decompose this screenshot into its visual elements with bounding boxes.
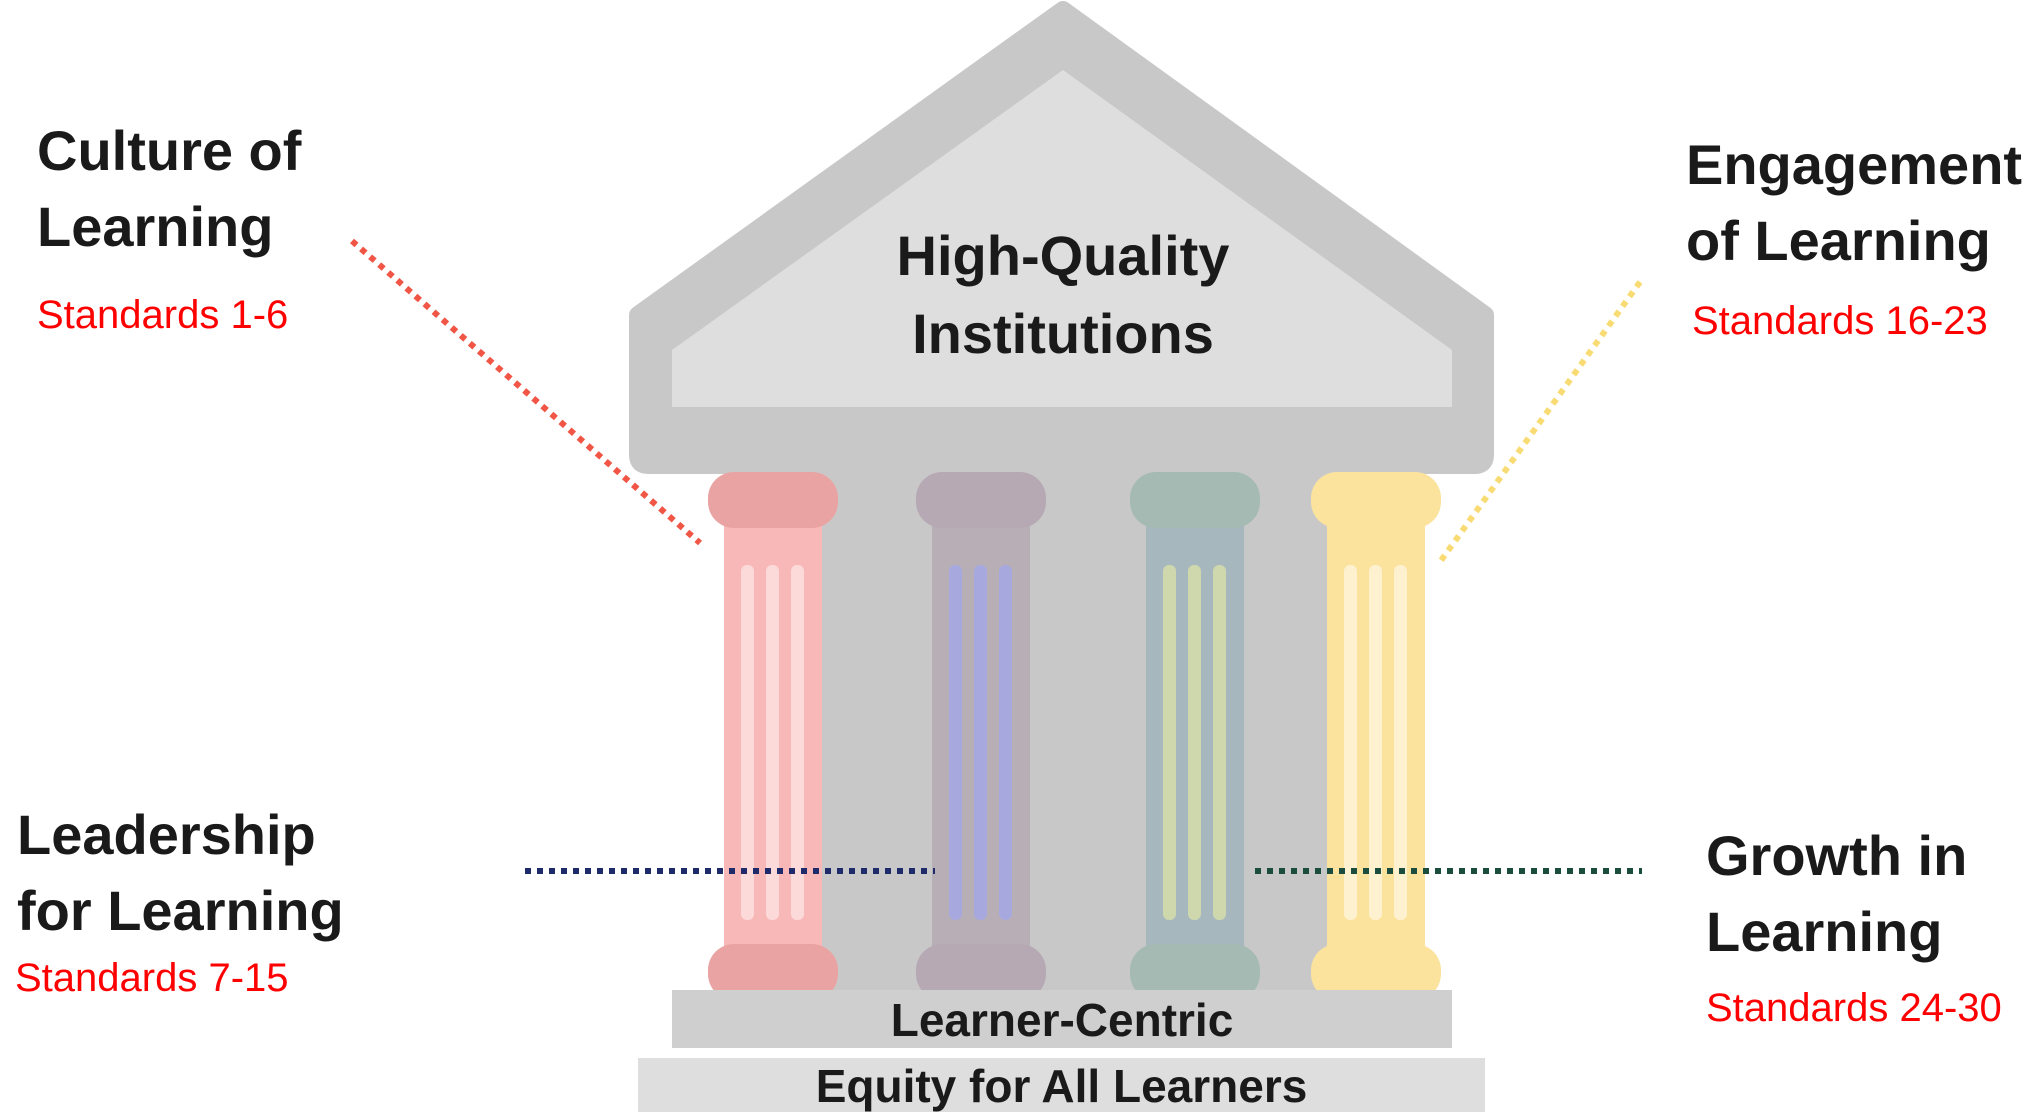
connector-culture (350, 238, 702, 546)
building-wall (768, 465, 1373, 990)
base-upper (672, 990, 1452, 1048)
standards-growth: Standards 24-30 (1706, 986, 2002, 1030)
pillar-title-line2: of Learning (1686, 209, 1991, 272)
roof-title-line2: Institutions (912, 302, 1214, 365)
pillar-title-line1: Culture of (37, 119, 302, 182)
pillar-title-line2: for Learning (17, 879, 344, 942)
roof-title: High-Quality Institutions (813, 217, 1313, 373)
roof-inner (672, 70, 1452, 407)
pillar-title-line2: Learning (37, 195, 274, 258)
pillar-title-line2: Learning (1706, 900, 1943, 963)
pillar-title-engagement: Engagement of Learning (1686, 127, 2022, 279)
standards-culture: Standards 1-6 (37, 293, 289, 337)
pillar-title-line1: Engagement (1686, 133, 2023, 196)
standards-leadership: Standards 7-15 (15, 956, 289, 1000)
base-lower-label: Equity for All Learners (815, 1060, 1308, 1112)
roof-title-line1: High-Quality (896, 224, 1230, 287)
pillar-title-line1: Leadership (17, 803, 316, 866)
pillar-title-growth: Growth in Learning (1706, 818, 1967, 970)
pillar-culture (708, 472, 838, 1000)
base-lower (638, 1058, 1485, 1112)
standards-engagement: Standards 16-23 (1692, 299, 1988, 343)
pillar-title-line1: Growth in (1706, 824, 1968, 887)
pillar-engagement (1311, 472, 1441, 1000)
pillar-growth (1130, 472, 1260, 1000)
pillar-leadership (916, 472, 1046, 1000)
base-upper-label: Learner-Centric (890, 994, 1234, 1046)
pillar-title-culture: Culture of Learning (37, 113, 301, 265)
pillar-title-leadership: Leadership for Learning (17, 797, 344, 949)
connector-engagement (1437, 280, 1643, 564)
